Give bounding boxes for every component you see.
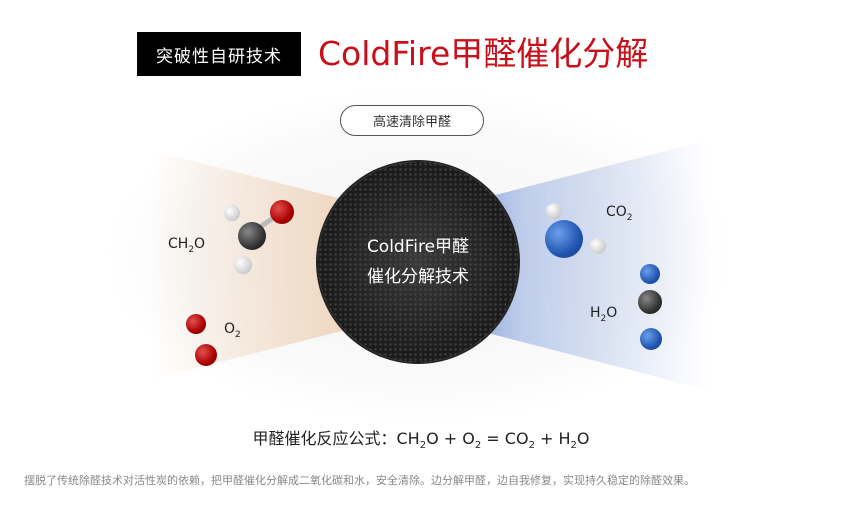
h2o-label: H2O [590, 305, 618, 324]
ch2o-label: CH2O [168, 236, 206, 255]
catalyst-core: ColdFire甲醛 催化分解技术 [318, 162, 518, 362]
core-line-1: ColdFire甲醛 [366, 237, 470, 257]
page-title: ColdFire甲醛催化分解 [318, 34, 649, 73]
footer-description: 摆脱了传统除醛技术对活性炭的依赖，把甲醛催化分解成二氧化碳和水，安全清除。边分解… [24, 474, 695, 487]
feature-pill: 高速清除甲醛 [340, 105, 484, 136]
reaction-formula: 甲醛催化反应公式：CH2O + O2 = CO2 + H2O [252, 429, 590, 452]
tech-badge: 突破性自研技术 [137, 32, 301, 76]
o2-label: O2 [224, 321, 241, 340]
co2-label: CO2 [606, 204, 633, 223]
core-line-2: 催化分解技术 [367, 267, 469, 287]
